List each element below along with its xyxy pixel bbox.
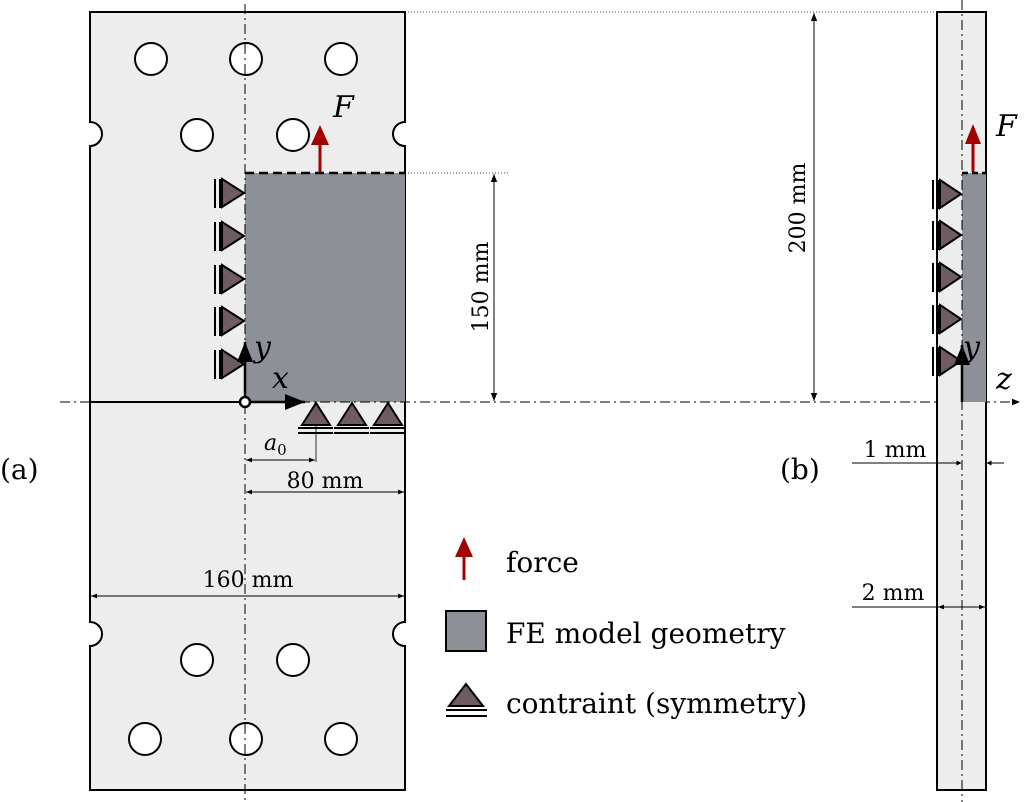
- legend: force FE model geometry contraint (symme…: [445, 537, 807, 720]
- fe-model-region: [245, 173, 405, 402]
- legend-force-label: force: [506, 546, 579, 579]
- legend-fe-model-icon: [445, 610, 487, 652]
- constraints-left-a: [214, 177, 246, 380]
- y-axis-label-b: y: [961, 330, 981, 365]
- origin-marker: [238, 395, 252, 409]
- x-axis-label-a: x: [272, 361, 289, 396]
- force-label-a: F: [332, 90, 355, 125]
- dim-200-label: 200 mm: [786, 163, 811, 254]
- dim-160-label: 160 mm: [203, 568, 294, 593]
- force-arrow-a: [311, 125, 329, 172]
- dim-2-label: 2 mm: [862, 581, 925, 606]
- bolt-holes-bottom: [128, 643, 358, 756]
- crack-dim-label: a0: [264, 431, 287, 459]
- constraints-bottom-a: [298, 401, 405, 434]
- bolt-holes-top: [134, 42, 358, 152]
- legend-fe-model-label: FE model geometry: [506, 617, 786, 650]
- z-axis-label-b: z: [995, 362, 1012, 397]
- dim-80-label: 80 mm: [287, 469, 364, 494]
- dim-1-label: 1 mm: [864, 438, 927, 463]
- legend-constraint-icon: [446, 682, 487, 717]
- force-arrow-b: [965, 124, 981, 172]
- coordinate-axes-a: [237, 342, 305, 410]
- constraints-left-b: [932, 178, 963, 377]
- legend-constraint-label: contraint (symmetry): [506, 687, 807, 720]
- y-axis-label-a: y: [252, 330, 272, 365]
- dim-150-label: 150 mm: [469, 242, 494, 333]
- legend-force-icon: [455, 537, 473, 580]
- panel-label-b: (b): [780, 453, 820, 486]
- panel-label-a: (a): [0, 453, 39, 486]
- fe-model-side: [962, 173, 986, 402]
- force-label-b: F: [995, 109, 1018, 144]
